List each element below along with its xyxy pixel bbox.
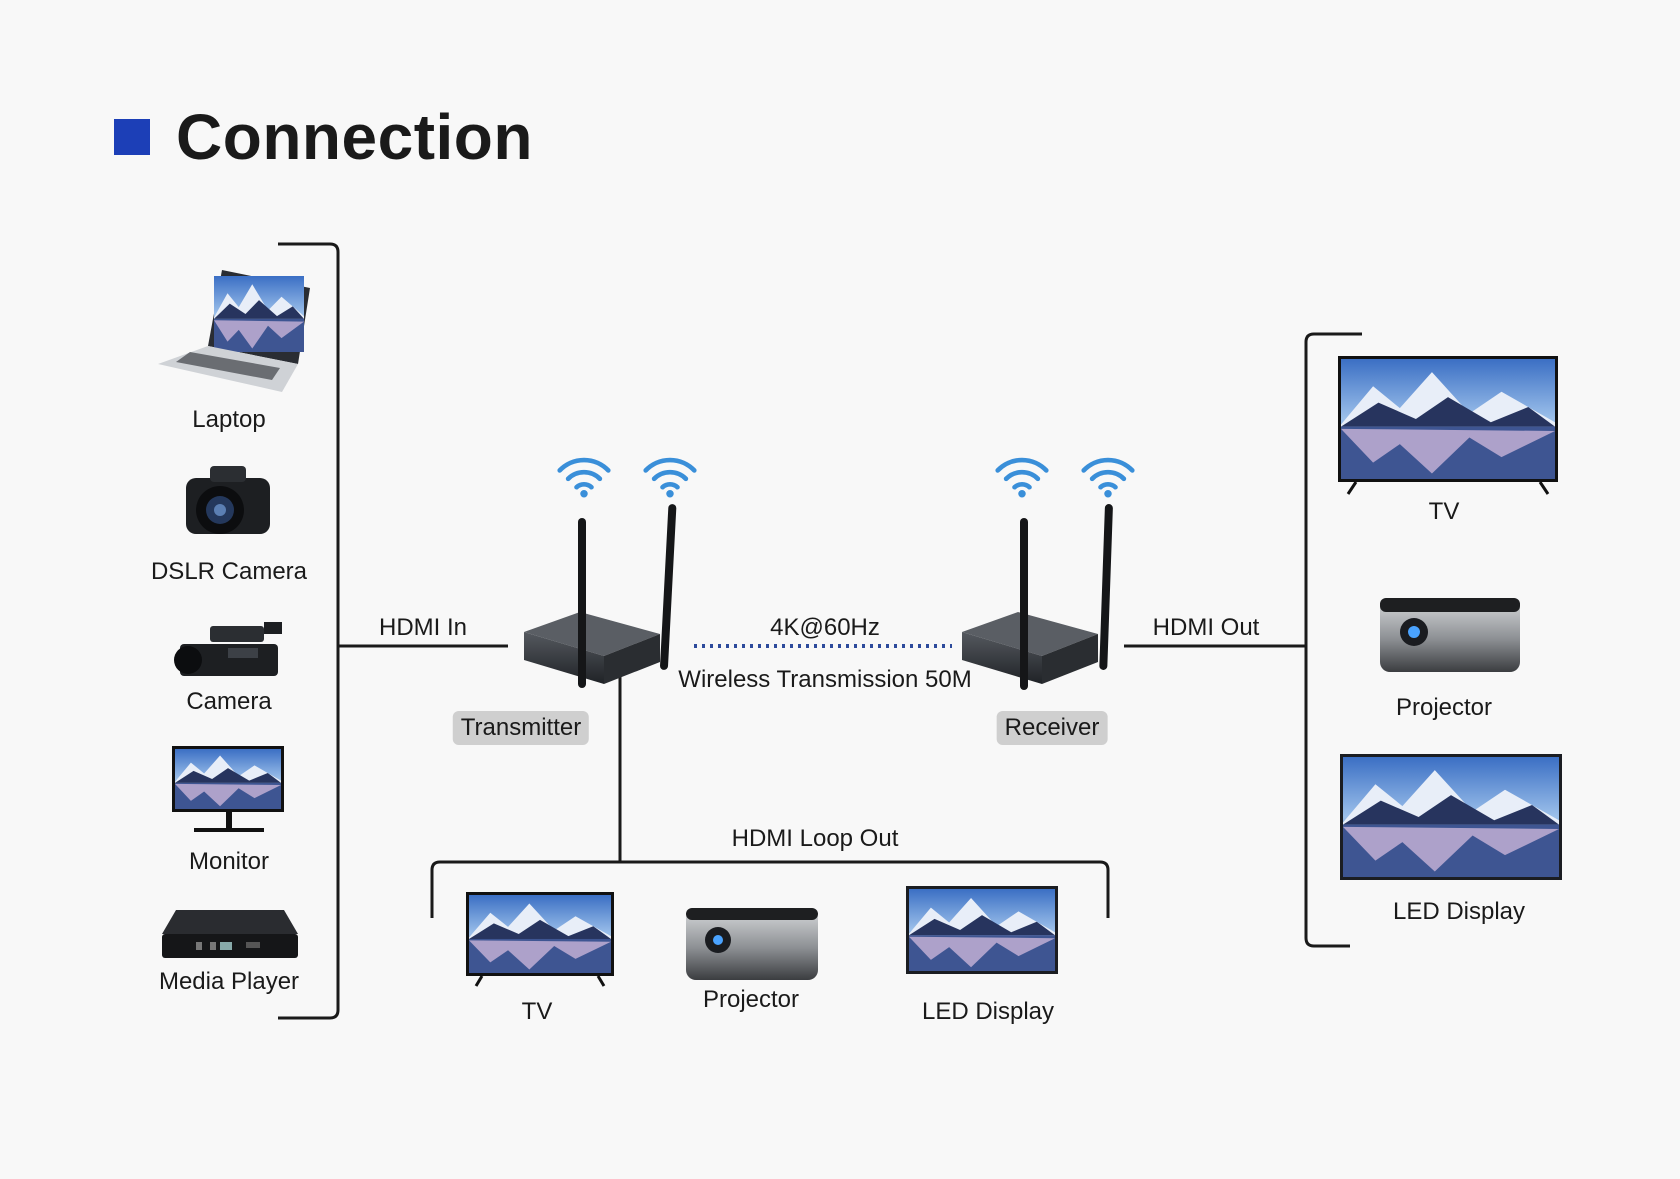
wireless-label: Wireless Transmission 50M xyxy=(678,666,972,693)
wifi-icon xyxy=(560,460,609,497)
wifi-icon xyxy=(646,460,695,497)
output-tv-label: TV xyxy=(1428,498,1460,525)
output-tv-image xyxy=(1338,356,1558,495)
resolution-label: 4K@60Hz xyxy=(770,614,880,641)
hdmi-in-label: HDMI In xyxy=(378,614,468,641)
media-player-image xyxy=(162,910,298,958)
dslr-camera-image xyxy=(186,466,270,534)
output-led-label: LED Display xyxy=(1392,898,1526,925)
receiver-image xyxy=(962,504,1113,690)
title-block: Connection xyxy=(114,100,533,174)
laptop-image xyxy=(158,270,310,392)
monitor-label: Monitor xyxy=(188,848,270,875)
hdmi-loop-out-label: HDMI Loop Out xyxy=(731,825,899,852)
loop-led-image xyxy=(906,886,1058,974)
wifi-icon xyxy=(1084,460,1133,497)
loop-tv-label: TV xyxy=(521,998,553,1025)
connection-lines xyxy=(278,242,1362,1020)
output-led-image xyxy=(1340,754,1562,880)
wifi-icon xyxy=(998,460,1047,497)
output-projector-image xyxy=(1380,598,1520,672)
page-title: Connection xyxy=(176,101,533,173)
dslr-camera-label: DSLR Camera xyxy=(150,558,308,585)
loop-projector-label: Projector xyxy=(702,986,800,1013)
loop-tv-image xyxy=(466,892,614,987)
hdmi-out-label: HDMI Out xyxy=(1152,614,1260,641)
laptop-label: Laptop xyxy=(192,406,266,433)
loop-led-label: LED Display xyxy=(921,998,1055,1025)
title-square xyxy=(114,119,150,155)
camcorder-image xyxy=(174,622,282,676)
monitor-image xyxy=(172,746,284,832)
loop-projector-image xyxy=(686,908,818,980)
transmitter-image xyxy=(524,504,677,688)
output-projector-label: Projector xyxy=(1395,694,1493,721)
transmitter-label: Transmitter xyxy=(452,711,590,745)
media-player-label: Media Player xyxy=(158,968,300,995)
camera-label: Camera xyxy=(186,688,272,715)
receiver-label: Receiver xyxy=(996,711,1108,745)
